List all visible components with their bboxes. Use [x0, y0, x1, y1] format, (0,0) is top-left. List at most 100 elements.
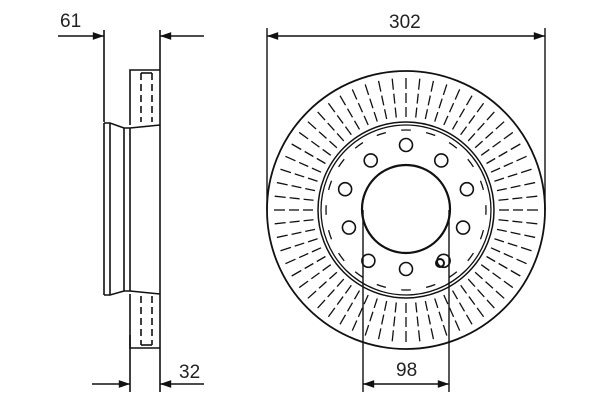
vent-slot-dash	[416, 93, 419, 104]
vent-slot-dash	[318, 281, 327, 289]
vent-slot-dash	[291, 269, 302, 277]
vent-slot-dash	[448, 307, 455, 318]
vent-slot-dash	[476, 307, 485, 318]
vent-slot-dash	[477, 289, 485, 298]
vent-slot-dash	[307, 177, 318, 182]
vent-slot-dash	[393, 316, 396, 327]
vent-slot-dash	[510, 269, 521, 277]
front-view	[266, 70, 546, 350]
vent-slot-dash	[498, 150, 508, 158]
vent-slot-dash	[485, 281, 494, 289]
vent-slot-dash	[503, 131, 514, 140]
vent-slot-dash	[336, 278, 345, 287]
vent-slot-dash	[467, 278, 476, 287]
vent-slot-dash	[486, 255, 496, 263]
vent-slot-dash	[317, 111, 326, 121]
vent-slot-dash	[443, 115, 449, 126]
vent-slot-dash	[291, 185, 302, 189]
vent-slot-dash	[327, 122, 335, 131]
vent-slot-dash	[510, 185, 521, 189]
bolt-hole	[341, 220, 357, 235]
vent-slot-dash	[442, 324, 448, 336]
dimension-outer-diameter-label: 302	[389, 12, 421, 33]
vent-slot-dash	[507, 242, 518, 247]
vent-slot-dash	[310, 140, 320, 148]
vent-slot-dash	[465, 95, 473, 106]
vent-slot-dash	[346, 302, 354, 312]
vent-slot-dash	[336, 296, 344, 306]
vent-slot-dash	[369, 311, 374, 322]
inner-vent-mark	[338, 252, 345, 262]
side-view	[103, 30, 161, 392]
vent-slot-dash	[512, 197, 523, 200]
vent-slot-dash	[495, 121, 505, 130]
vent-slot-dash	[393, 93, 396, 104]
vent-slot-dash	[364, 324, 370, 336]
vent-slot-dash	[434, 111, 439, 122]
inner-vent-mark	[327, 180, 333, 191]
vent-slot-dash	[294, 173, 305, 178]
vent-slot-dash	[377, 328, 382, 340]
vent-slot-dash	[305, 228, 316, 233]
bolt-hole	[337, 181, 353, 197]
bolt-hole	[398, 261, 414, 277]
vent-slot-dash	[329, 271, 338, 280]
vent-slot-dash	[322, 264, 332, 272]
vent-slots	[274, 78, 538, 342]
vent-slot-dash	[438, 98, 443, 109]
vent-slot-dash	[353, 290, 361, 300]
vent-slot-dash	[416, 316, 419, 327]
vent-slot-dash	[467, 133, 476, 142]
vent-slot-dash	[276, 181, 288, 186]
vent-slot-dash	[351, 320, 358, 331]
bolt-hole	[433, 153, 449, 168]
vent-slot-dash	[507, 173, 518, 178]
bolt-hole	[363, 153, 379, 168]
vent-slot-dash	[276, 234, 288, 239]
vent-slot-dash	[498, 219, 509, 222]
locator-hole	[435, 258, 445, 268]
vent-slot-dash	[415, 302, 418, 313]
inner-ring-inner	[320, 124, 492, 296]
vent-slot-dash	[298, 280, 309, 289]
vent-slot-dash	[303, 198, 314, 201]
vent-slot-dash	[298, 131, 309, 140]
vent-slot-dash	[307, 121, 317, 130]
vent-slot-dash	[516, 155, 527, 162]
vent-slot-dash	[391, 78, 394, 90]
vent-slot-dash	[442, 84, 448, 96]
vent-slot-dash	[351, 89, 358, 100]
vent-slot-dash	[298, 252, 309, 259]
vent-slot-dash	[424, 109, 429, 120]
vent-slot-dash	[438, 311, 443, 322]
vent-slot-dash	[451, 120, 459, 130]
vent-slot-dash	[280, 246, 292, 252]
vent-slot-dash	[492, 140, 502, 148]
vent-slot-dash	[418, 78, 421, 90]
vent-slot-dash	[520, 168, 532, 174]
vent-slot-dash	[291, 231, 302, 235]
vent-slot-dash	[316, 157, 326, 165]
vent-slot-dash	[339, 95, 347, 106]
inner-vent-mark	[425, 283, 436, 289]
vent-slot-dash	[524, 181, 536, 186]
vent-slot-dash	[415, 107, 418, 118]
vent-slot-dash	[474, 271, 483, 280]
vent-slot-dash	[458, 302, 466, 312]
vent-slot-dash	[498, 198, 509, 201]
vent-slot-dash	[381, 314, 385, 325]
vent-slot-dash	[311, 247, 322, 253]
inner-vent-mark	[354, 142, 364, 149]
vent-slot-dash	[526, 195, 538, 198]
vent-slot-dash	[289, 197, 300, 200]
vent-slot-dash	[485, 131, 494, 139]
vent-slot-dash	[496, 228, 507, 233]
vent-slot-dash	[490, 167, 501, 173]
vent-slot-dash	[318, 131, 327, 139]
vent-slot-dash	[480, 148, 490, 156]
inner-vent-mark	[327, 229, 333, 240]
vent-slot-dash	[383, 109, 388, 120]
inner-vent-mark	[425, 131, 436, 137]
vent-slot-dash	[298, 161, 309, 168]
dimension-hub-bore: 98	[362, 210, 450, 392]
